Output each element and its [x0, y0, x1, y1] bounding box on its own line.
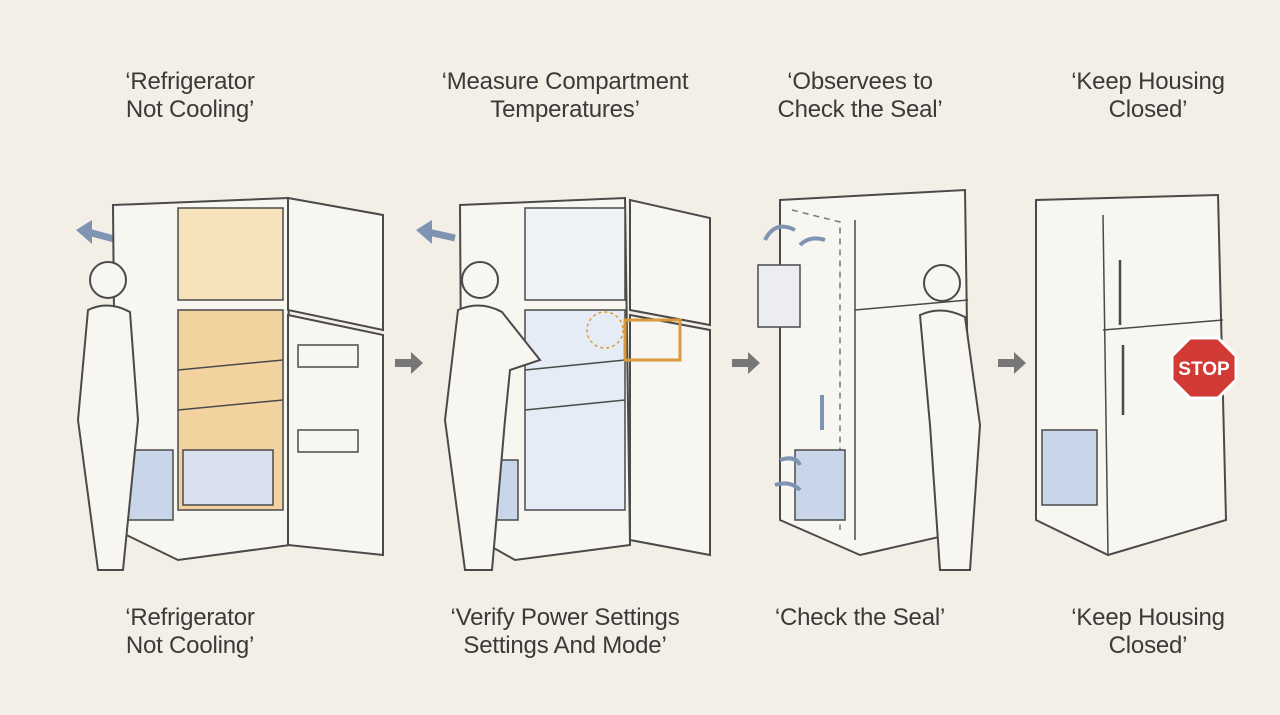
measure-temperature-illustration — [416, 196, 711, 571]
stop-sign-label: STOP — [1178, 359, 1230, 380]
step-arrow-2 — [732, 352, 760, 374]
step-arrow-1 — [395, 352, 423, 374]
closed-fridge-illustration: STOP — [1035, 193, 1238, 557]
step-4-title-bottom: ‘Keep Housing Closed’ — [1071, 604, 1225, 659]
open-fridge-warm-illustration — [76, 196, 384, 571]
step-3-panel: ‘Observees to Check the Seal’ ‘Check the… — [740, 0, 1040, 715]
step-4-title-top: ‘Keep Housing Closed’ — [1071, 68, 1225, 123]
step-2-title-bottom: ‘Verify Power Settings Settings And Mode… — [450, 604, 680, 659]
step-arrow-3 — [998, 352, 1026, 374]
step-1-panel: ‘Refrigerator Not Cooling’ — [68, 0, 384, 715]
step-2-panel: ‘Measure Compartment Temperatures’ ‘Veri… — [416, 0, 720, 715]
step-3-title-bottom: ‘Check the Seal’ — [774, 604, 946, 631]
step-3-title-top: ‘Observees to Check the Seal’ — [777, 68, 943, 123]
step-4-panel: ‘Keep Housing Closed’ STOP ‘Keep Housing… — [1028, 0, 1280, 715]
stop-sign: STOP — [1170, 336, 1238, 400]
step-1-title-top: ‘Refrigerator Not Cooling’ — [125, 68, 255, 123]
step-2-title-top: ‘Measure Compartment Temperatures’ — [441, 68, 689, 123]
check-seal-illustration — [757, 188, 982, 571]
step-1-title-bottom: ‘Refrigerator Not Cooling’ — [125, 604, 255, 659]
